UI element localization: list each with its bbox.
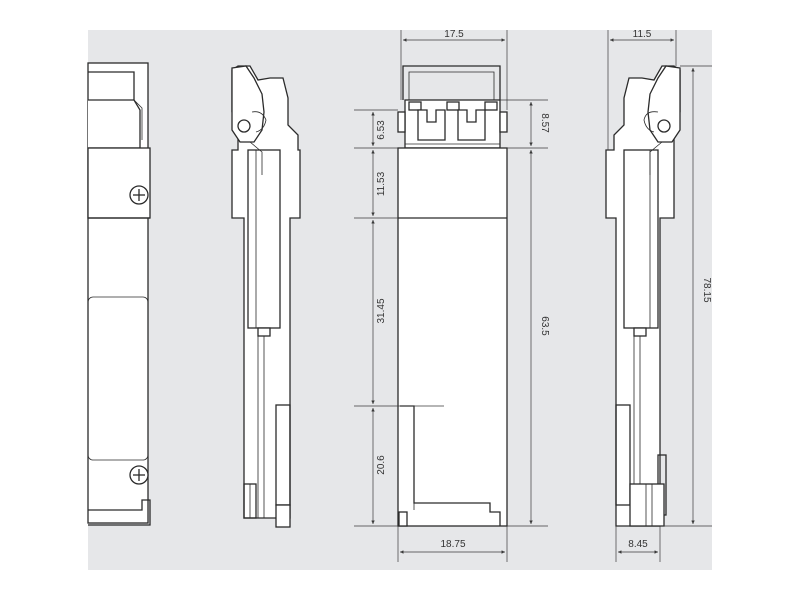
screw-icon bbox=[129, 465, 149, 485]
front-view bbox=[397, 65, 508, 527]
left-partial-view bbox=[87, 62, 151, 526]
right-side-view bbox=[605, 65, 681, 527]
dim-middle-section: 31.45 bbox=[376, 298, 387, 323]
dim-connector-height: 8.57 bbox=[539, 113, 550, 133]
screw-icon bbox=[129, 185, 149, 205]
dim-body-length: 63.5 bbox=[539, 316, 550, 336]
dim-overall-length: 78.15 bbox=[701, 277, 712, 302]
dimension-lines bbox=[354, 30, 712, 562]
dim-latch-height: 6.53 bbox=[376, 120, 387, 140]
dim-top-width-right: 11.5 bbox=[633, 29, 652, 40]
left-side-view bbox=[231, 65, 301, 528]
dim-bottom-width-right: 8.45 bbox=[628, 539, 648, 550]
dim-upper-section: 11.53 bbox=[376, 171, 387, 196]
dim-bottom-width-front: 18.75 bbox=[440, 539, 465, 550]
dim-lower-section: 20.6 bbox=[376, 455, 387, 475]
dim-top-width-front: 17.5 bbox=[444, 29, 464, 40]
